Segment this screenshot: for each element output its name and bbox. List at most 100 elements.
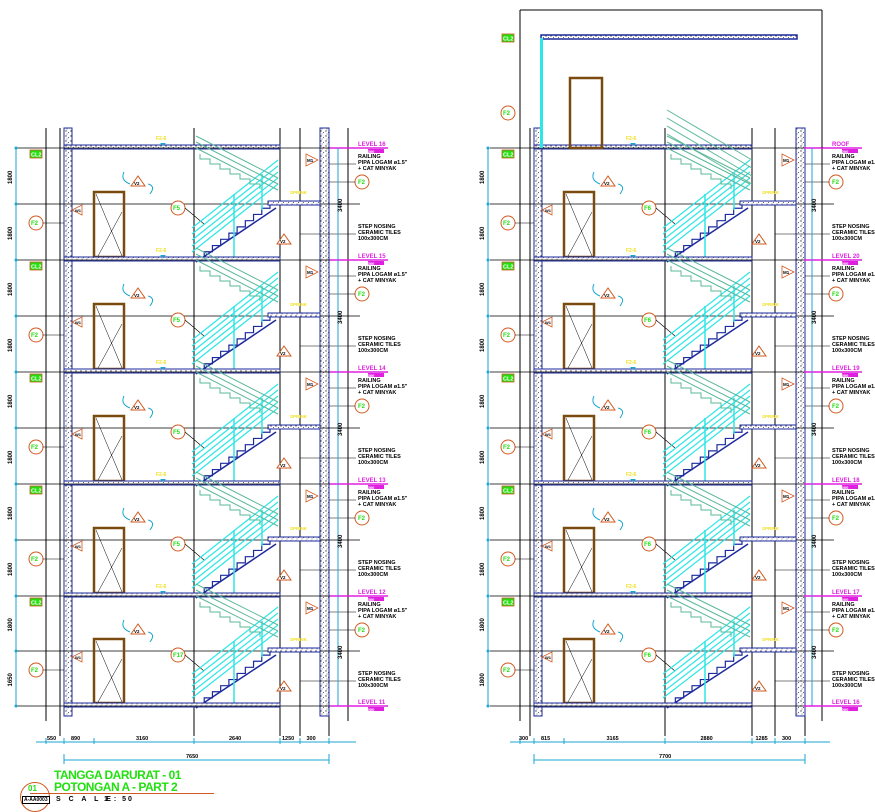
room-tag-label: F6 xyxy=(644,430,652,436)
railing-note: + CAT MINYAK xyxy=(832,502,870,508)
railing-note: RAILING xyxy=(832,266,855,272)
railing-bar xyxy=(662,171,751,241)
fire-tag: F2-6 xyxy=(156,472,167,478)
right-section: ROOF+ ±00018001800CL2F2W1V2F2-6F6SPRINKM… xyxy=(480,9,875,764)
railing-note: PIPA LOGAM ø1.5" xyxy=(832,384,875,390)
window-marker xyxy=(541,428,553,440)
railing-bar xyxy=(662,612,751,681)
upper-railing-bar xyxy=(195,483,279,527)
floor-height-dim: 3400 xyxy=(338,422,344,436)
cl2-tag-box xyxy=(29,597,43,607)
vent-label: V2 xyxy=(280,239,286,244)
step-nosing-note: 100x300CM xyxy=(832,572,862,578)
sprinkler-tag: SPRINK xyxy=(290,302,308,307)
roof-slab xyxy=(540,34,798,40)
vent-triangle xyxy=(751,233,767,245)
fire-tag: F2-6 xyxy=(626,360,637,366)
railing-bar xyxy=(662,177,751,247)
railing-note: RAILING xyxy=(832,490,855,496)
bottom-dimension-text: 300 xyxy=(307,736,316,742)
upper-railing-bar xyxy=(195,359,279,403)
level-elevation-box xyxy=(368,707,384,711)
railing-bar xyxy=(191,513,279,583)
landing-slab xyxy=(739,424,797,430)
window-marker xyxy=(541,316,553,328)
window-marker xyxy=(71,316,83,328)
bottom-dimension-text: 550 xyxy=(47,736,56,742)
railing-note: PIPA LOGAM ø1.5" xyxy=(832,496,875,502)
upper-stair-flight xyxy=(670,154,732,189)
door-swing-line xyxy=(95,305,123,369)
window-marker-label: W1 xyxy=(75,544,82,549)
dim-tick xyxy=(14,146,18,150)
vent-triangle xyxy=(600,287,616,299)
vent-label: V2 xyxy=(755,686,761,691)
floor-height-dim: 3400 xyxy=(338,534,344,548)
sprinkler-tag: SPRINK xyxy=(290,414,308,419)
step-nosing-note: 100x300CM xyxy=(832,460,862,466)
railing-bar xyxy=(662,401,751,471)
railing-bar xyxy=(191,277,279,347)
dim-tick xyxy=(486,370,490,374)
vent-triangle xyxy=(600,623,616,635)
room-tag-label: F6 xyxy=(644,318,652,324)
upper-railing-bar xyxy=(195,147,279,191)
level-elevation: + ±000 xyxy=(362,485,375,490)
mark-label: M1 xyxy=(307,606,314,611)
mark-label: M1 xyxy=(783,606,790,611)
bottom-dimension-text: 1285 xyxy=(756,736,768,742)
window-marker-label: W1 xyxy=(545,655,552,660)
railing-bar xyxy=(191,171,279,241)
level-elevation: + ±000 xyxy=(362,149,375,154)
level-elevation-box xyxy=(842,597,858,601)
railing-bar xyxy=(191,165,279,235)
vertical-dimension-text: 1800 xyxy=(8,282,14,296)
floor-height-dim: 3400 xyxy=(812,534,818,548)
upper-railing-bar xyxy=(195,365,279,409)
vent-triangle xyxy=(751,569,767,581)
window-marker xyxy=(541,651,553,663)
railing-bar xyxy=(191,624,279,693)
level-label: LEVEL 13 xyxy=(358,478,386,484)
landing-slab xyxy=(267,424,321,430)
window-marker-label: W1 xyxy=(545,432,552,437)
dim-tick xyxy=(14,538,18,542)
floor-slab xyxy=(533,256,753,262)
mark-label: M1 xyxy=(783,382,790,387)
railing-note: + CAT MINYAK xyxy=(358,614,396,620)
dim-tick xyxy=(486,594,490,598)
mark-label: M1 xyxy=(307,270,314,275)
window-marker-label: W1 xyxy=(75,320,82,325)
dim-tick xyxy=(14,426,18,430)
railing-bar xyxy=(191,183,279,253)
landing-slab xyxy=(739,647,797,653)
vent-arrow xyxy=(592,507,624,531)
railing-bar xyxy=(662,295,751,365)
level-label: LEVEL 18 xyxy=(832,478,860,484)
level-label: LEVEL 16 xyxy=(832,700,860,706)
dim-tick xyxy=(14,594,18,598)
railing-note: RAILING xyxy=(358,490,381,496)
stair-soffit xyxy=(195,319,277,375)
upper-railing-bar xyxy=(195,253,279,297)
upper-stair-flight xyxy=(199,266,261,301)
cl2-tag-label: CL2 xyxy=(31,601,41,607)
level-elevation-box xyxy=(842,707,858,711)
upper-railing-bar xyxy=(666,483,751,527)
f2-tag-label: F2 xyxy=(31,668,39,674)
upper-railing-bar xyxy=(195,595,279,638)
vent-triangle xyxy=(751,457,767,469)
stair-soffit xyxy=(195,207,277,263)
vent-arrow xyxy=(122,171,154,195)
dim-tick xyxy=(486,482,490,486)
left-wall xyxy=(533,127,543,717)
level-label: LEVEL 16 xyxy=(358,142,386,148)
upper-railing-bar xyxy=(195,141,279,185)
step-nosing-note: 100x300CM xyxy=(358,236,388,242)
cl2-tag-box xyxy=(501,149,515,159)
door-swing-line xyxy=(95,417,123,481)
level-elevation-box xyxy=(368,485,384,489)
upper-railing-bar xyxy=(195,589,279,632)
cl2-tag-label: CL2 xyxy=(31,489,41,495)
dim-tick xyxy=(486,426,490,430)
